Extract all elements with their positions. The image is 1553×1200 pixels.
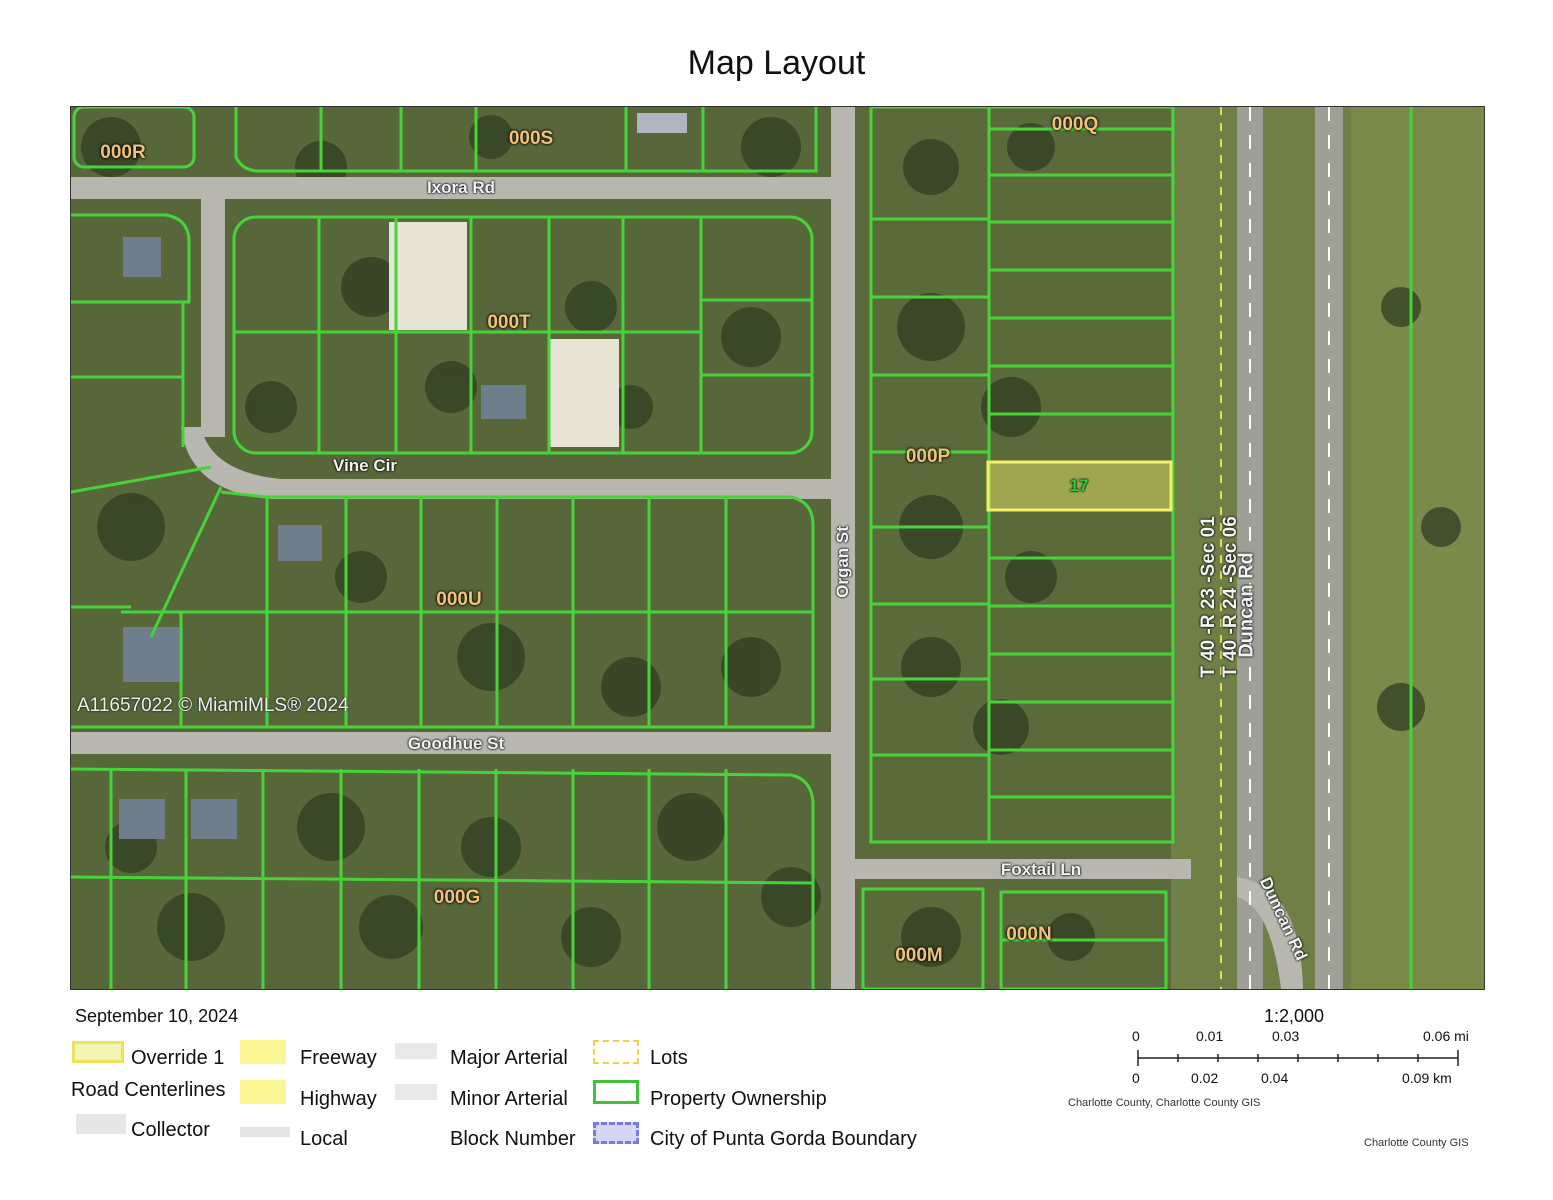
scale-bar: [1137, 1050, 1459, 1066]
legend-local: Local: [300, 1128, 348, 1150]
legend-collector: Collector: [131, 1119, 210, 1141]
local-swatch: [240, 1127, 290, 1137]
minor-arterial-swatch: [395, 1084, 437, 1100]
legend-override: Override 1: [131, 1047, 225, 1069]
scale-mi-label: 0.03: [1272, 1028, 1300, 1044]
map-date: September 10, 2024: [75, 1006, 239, 1026]
scale-mi-label: 0.01: [1196, 1028, 1224, 1044]
scale-km-label: 0.02: [1191, 1070, 1219, 1086]
scale-mi-label: 0: [1132, 1028, 1140, 1044]
scale-credit: Charlotte County, Charlotte County GIS: [1068, 1097, 1261, 1109]
scale-km-label: 0.04: [1261, 1070, 1289, 1086]
legend-punta-gorda: City of Punta Gorda Boundary: [650, 1128, 917, 1150]
legend-freeway: Freeway: [300, 1047, 377, 1069]
road-label-goodhue: Goodhue St: [407, 734, 505, 753]
block-label: 000U: [436, 589, 482, 610]
road-label-foxtail: Foxtail Ln: [1000, 860, 1082, 879]
block-label: 000Q: [1051, 114, 1099, 135]
legend-minor-arterial: Minor Arterial: [450, 1088, 568, 1110]
highway-swatch: [240, 1080, 286, 1104]
legend-highway: Highway: [300, 1088, 377, 1110]
block-label: 000N: [1006, 924, 1052, 945]
block-label: 000R: [100, 142, 146, 163]
map-view[interactable]: Ixora Rd Vine Cir Goodhue St Organ St Fo…: [70, 106, 1485, 990]
block-label: 000P: [905, 446, 951, 467]
scale-km-label: 0.09 km: [1402, 1070, 1452, 1086]
block-label: 000G: [433, 887, 481, 908]
legend-road-centerlines: Road Centerlines: [71, 1079, 226, 1101]
scale-ratio: 1:2,000: [1264, 1006, 1325, 1026]
legend-property-ownership: Property Ownership: [650, 1088, 827, 1110]
legend-block-number: Block Number: [450, 1128, 576, 1150]
map-title: Map Layout: [687, 44, 866, 82]
property-ownership-swatch: [593, 1080, 639, 1104]
highlighted-lot-label[interactable]: 17: [1069, 476, 1089, 495]
scale-km-label: 0: [1132, 1070, 1140, 1086]
footer-credit: Charlotte County GIS: [1364, 1137, 1469, 1149]
road-label-ixora: Ixora Rd: [426, 178, 496, 197]
legend-lots: Lots: [650, 1047, 688, 1069]
section-label: T 40 -R 24 -Sec 06: [1220, 516, 1241, 678]
override-swatch: [72, 1041, 124, 1063]
major-arterial-swatch: [395, 1043, 437, 1059]
block-label: 000M: [895, 945, 943, 966]
legend-major-arterial: Major Arterial: [450, 1047, 568, 1069]
map-graphics: [71, 107, 1484, 989]
lots-swatch: [593, 1040, 639, 1064]
punta-gorda-swatch: [593, 1122, 639, 1144]
freeway-swatch: [240, 1040, 286, 1064]
collector-swatch: [76, 1114, 126, 1134]
block-label: 000T: [487, 312, 531, 333]
block-label: 000S: [508, 128, 554, 149]
road-label-vine: Vine Cir: [333, 456, 397, 475]
road-label-organ: Organ St: [833, 526, 852, 598]
mls-watermark: A11657022 © MiamiMLS® 2024: [77, 695, 349, 716]
section-label: T 40 -R 23 -Sec 01: [1198, 516, 1219, 678]
scale-mi-label: 0.06 mi: [1423, 1028, 1469, 1044]
